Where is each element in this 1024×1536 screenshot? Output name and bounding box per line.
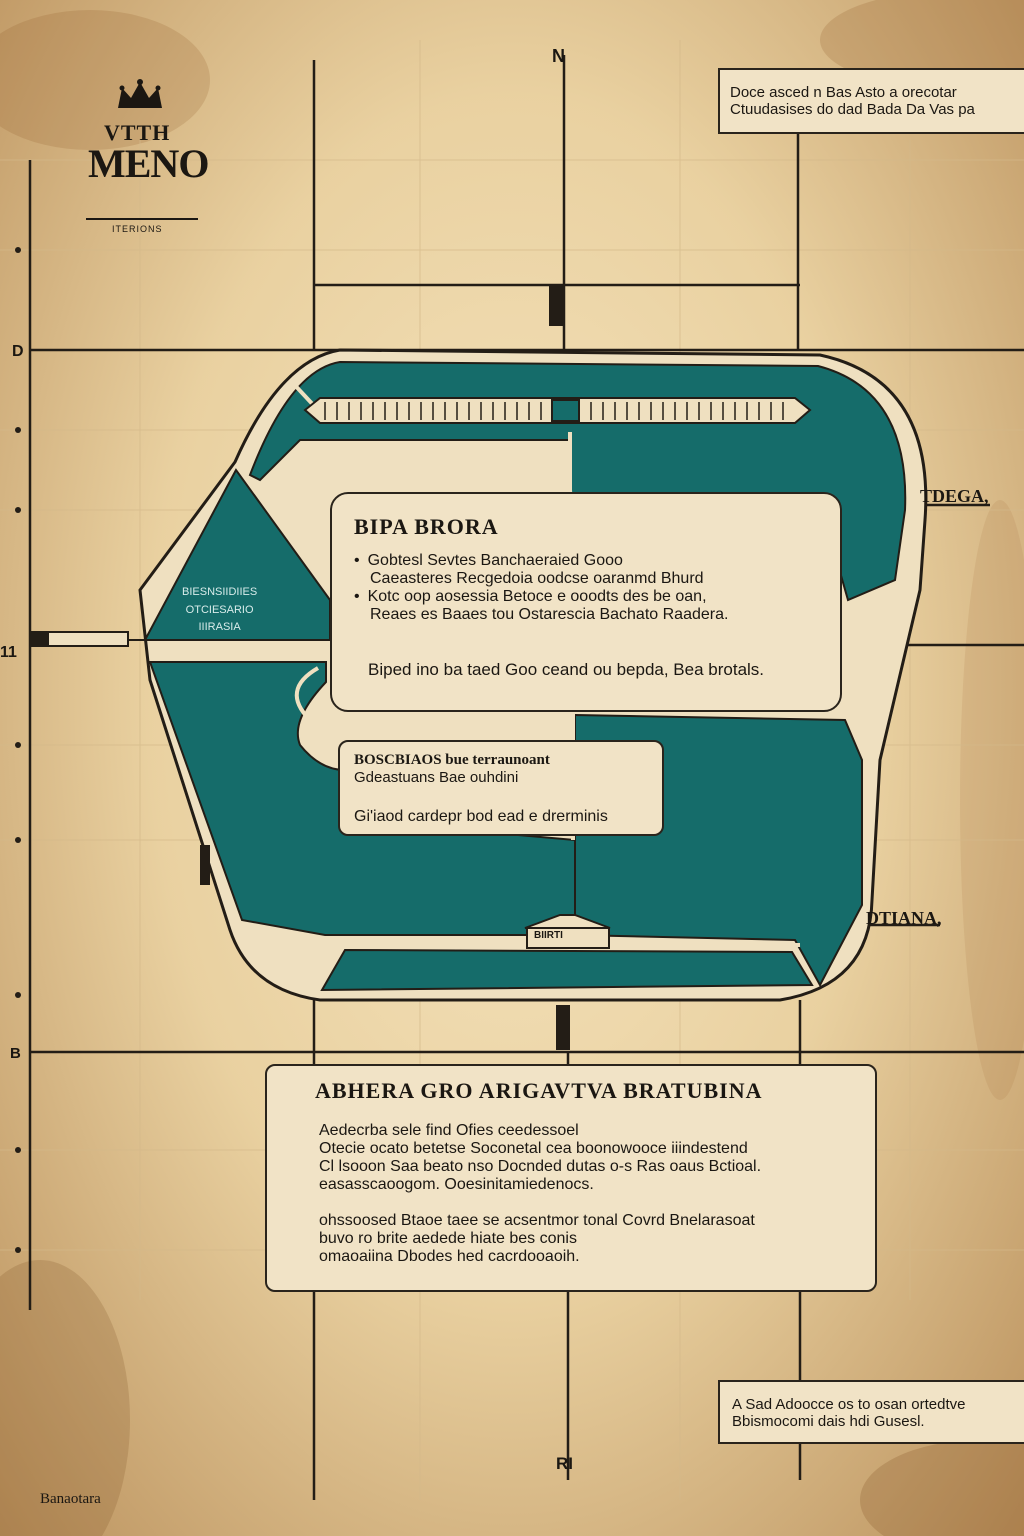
center-bullet-2-line-1: Kotc oop aosessia Betoce e ooodts des be… xyxy=(354,588,818,606)
edge-tick-marks xyxy=(15,247,21,1253)
center-box-title: BIPA BRORA xyxy=(354,514,499,539)
bottom-info-box: ABHERA GRO ARIGAVTVA BRATUBINA Aedecrba … xyxy=(265,1064,877,1292)
center-box-footer: Biped ino ba taed Goo ceand ou bepda, Be… xyxy=(368,660,765,679)
mid-box-footer: Gi'iaod cardepr bod ead e drerminis xyxy=(354,808,608,825)
center-bullet-1-line-1: Gobtesl Sevtes Banchaeraied Gooo xyxy=(354,552,818,570)
left-edge-label: 11 xyxy=(0,644,17,661)
corner-label: Banaotara xyxy=(40,1491,101,1507)
bottom-right-note-line-1: A Sad Adoocce os to osan ortedtve xyxy=(732,1396,966,1413)
entrance-markers xyxy=(200,286,570,1050)
bottom-box-title: ABHERA GRO ARIGAVTVA BRATUBINA xyxy=(315,1078,763,1103)
top-right-note-box: Doce asced n Bas Asto a orecotar Ctuudas… xyxy=(718,68,1024,134)
center-bullet-1-line-2: Caeasteres Recgedoia oodcse oaranmd Bhur… xyxy=(370,570,704,587)
logo-sub-text: ITERIONS xyxy=(112,224,163,234)
left-top-edge-label: D xyxy=(12,343,24,360)
left-zone-label: BIESNSIIDIIES OTCIESARIO IIIRASIA xyxy=(182,584,257,637)
left-bottom-edge-label: B xyxy=(10,1045,21,1062)
right-callout-label-1: TDEGA, xyxy=(920,486,989,506)
center-bullet-2-line-2: Reaes es Baaes tou Ostarescia Bachato Ra… xyxy=(370,606,729,623)
bottom-box-p2-line-3: omaoaiina Dbodes hed cacrdooaoih. xyxy=(319,1248,580,1265)
left-entrance xyxy=(31,631,150,647)
mid-box-line-2: Gdeastuans Bae ouhdini xyxy=(354,769,519,786)
logo-rule xyxy=(86,218,198,220)
mid-box-title: BOSCBIAOS bue terraunoant xyxy=(354,752,550,768)
bottom-right-note-box: A Sad Adoocce os to osan ortedtve Bbismo… xyxy=(718,1380,1024,1444)
bottom-right-note-line-2: Bbismocomi dais hdi Gusesl. xyxy=(732,1413,925,1430)
left-zone-line-2: OTCIESARIO xyxy=(185,603,254,616)
bottom-edge-label: RI xyxy=(556,1454,573,1473)
gate-label: BIIRTI xyxy=(534,930,563,941)
left-zone-line-3: IIIRASIA xyxy=(198,621,241,634)
bottom-box-p2-line-2: buvo ro brite aedede hiate bes conis xyxy=(319,1230,577,1247)
crown-icon xyxy=(118,79,162,108)
bottom-box-p1-line-4: easasscaoogom. Ooesinitamiedenocs. xyxy=(319,1176,594,1193)
bottom-box-p2-line-1: ohssoosed Btaoe taee se acsentmor tonal … xyxy=(319,1212,755,1229)
bottom-box-p1-line-1: Aedecrba sele find Ofies ceedessoel xyxy=(319,1122,579,1139)
bottom-box-p1-line-2: Otecie ocato betetse Soconetal cea boono… xyxy=(319,1140,748,1157)
bottom-box-p1-line-3: Cl lsooon Saa beato nso Docnded dutas o-… xyxy=(319,1158,762,1175)
bottom-gate xyxy=(524,914,611,949)
top-right-note-line-2: Ctuudasises do dad Bada Da Vas pa xyxy=(730,101,975,118)
top-edge-label: N xyxy=(552,46,565,66)
logo-top-text: VTTH xyxy=(104,120,171,145)
logo-main-text: MENO xyxy=(88,141,209,186)
left-zone-line-1: BIESNSIIDIIES xyxy=(182,586,258,598)
top-right-note-line-1: Doce asced n Bas Asto a orecotar xyxy=(730,84,957,101)
mid-info-box: BOSCBIAOS bue terraunoant Gdeastuans Bae… xyxy=(338,740,664,836)
right-callout-label-2: DTIANA, xyxy=(866,908,942,928)
center-info-box: BIPA BRORA Gobtesl Sevtes Banchaeraied G… xyxy=(330,492,842,712)
top-seating-bar xyxy=(303,397,812,424)
